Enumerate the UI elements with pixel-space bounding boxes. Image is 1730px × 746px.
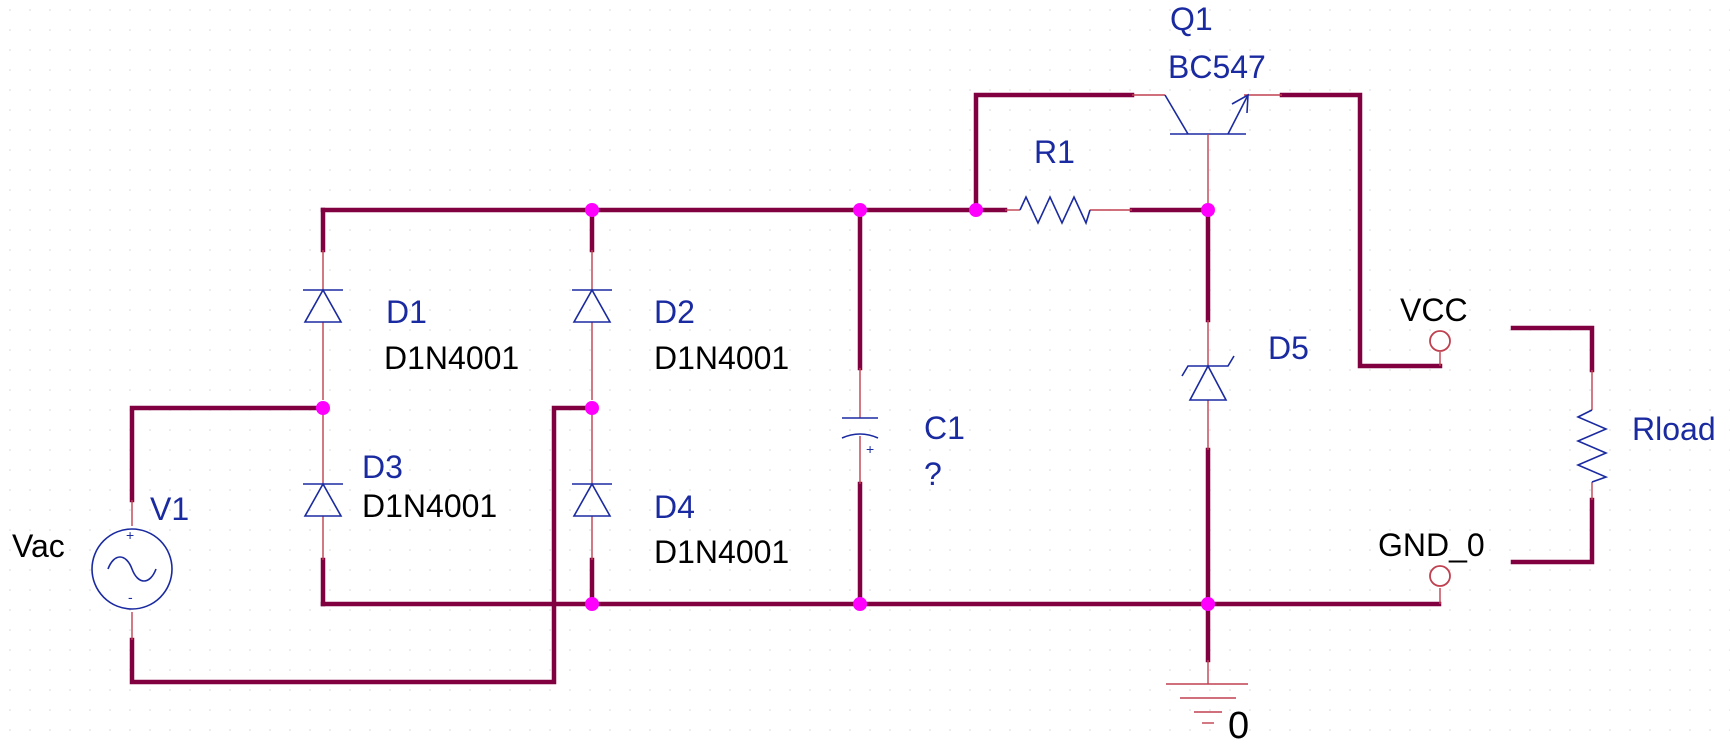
junctions: [316, 203, 1215, 611]
capacitor-c1[interactable]: +: [841, 368, 879, 484]
d3-value: D1N4001: [362, 488, 497, 524]
v1-refdes: V1: [150, 491, 189, 527]
ground-symbol: [1166, 660, 1248, 724]
wire-load-top: [1510, 325, 1595, 373]
port-gnd[interactable]: [1429, 565, 1451, 604]
port-vcc[interactable]: [1429, 330, 1451, 366]
rload-zigzag: [1575, 409, 1609, 483]
rload-refdes: Rload: [1632, 411, 1716, 447]
zener-cathode-bar: [1181, 355, 1235, 377]
diode-d2[interactable]: [572, 250, 612, 400]
q1-emitter-lead: [1227, 94, 1249, 135]
v1-plus-sign: +: [126, 527, 134, 543]
resistor-r1[interactable]: [1005, 195, 1132, 226]
junction-dot: [585, 401, 599, 415]
d4-refdes: D4: [654, 489, 695, 525]
junction-dot: [853, 597, 867, 611]
q1-emitter-arrow: [1231, 93, 1249, 114]
d1-value: D1N4001: [384, 340, 519, 376]
gnd-label: GND_0: [1378, 527, 1485, 563]
d3-refdes: D3: [362, 449, 403, 485]
diode-d3[interactable]: [303, 412, 343, 560]
q1-value: BC547: [1168, 49, 1266, 85]
diode-d1[interactable]: [303, 250, 343, 400]
resistor-rload[interactable]: [1575, 370, 1609, 500]
q1-collector-lead: [1164, 94, 1189, 135]
diode-d4[interactable]: [572, 412, 612, 560]
d4-value: D1N4001: [654, 534, 789, 570]
diode-d4-symbol: [572, 482, 612, 517]
wire-v1-top: [129, 405, 326, 503]
d2-refdes: D2: [654, 294, 695, 330]
ground-net-label: 0: [1228, 705, 1249, 746]
wire-v1-bottom: [129, 405, 595, 685]
transistor-q1[interactable]: [1132, 93, 1282, 210]
v1-minus-sign: -: [128, 589, 133, 605]
v1-value: Vac: [12, 528, 65, 564]
vcc-label: VCC: [1400, 292, 1468, 328]
junction-dot: [585, 203, 599, 217]
r1-refdes: R1: [1034, 134, 1075, 170]
junction-dot: [1201, 203, 1215, 217]
wire-collector-loop: [973, 92, 1135, 213]
c1-value: ?: [924, 456, 942, 492]
d1-refdes: D1: [386, 294, 427, 330]
source-v1[interactable]: + -: [91, 500, 173, 640]
zener-d5-symbol: [1188, 364, 1228, 401]
capacitor-curved-plate: [841, 433, 879, 439]
resistor-zigzag: [1019, 195, 1091, 226]
junction-dot: [853, 203, 867, 217]
wire-load-bottom: [1510, 497, 1595, 565]
diode-d1-symbol: [303, 288, 343, 323]
c1-refdes: C1: [924, 410, 965, 446]
wire-emitter-vcc: [1279, 92, 1443, 369]
junction-dot: [585, 597, 599, 611]
diode-d3-symbol: [303, 482, 343, 517]
junction-dot: [969, 203, 983, 217]
diode-d2-symbol: [572, 288, 612, 323]
zener-d5[interactable]: [1181, 320, 1235, 450]
d5-refdes: D5: [1268, 330, 1309, 366]
sine-wave-icon: [107, 556, 157, 582]
q1-refdes: Q1: [1170, 1, 1213, 37]
junction-dot: [316, 401, 330, 415]
c1-plus-sign: +: [866, 441, 874, 457]
d2-value: D1N4001: [654, 340, 789, 376]
junction-dot: [1201, 597, 1215, 611]
